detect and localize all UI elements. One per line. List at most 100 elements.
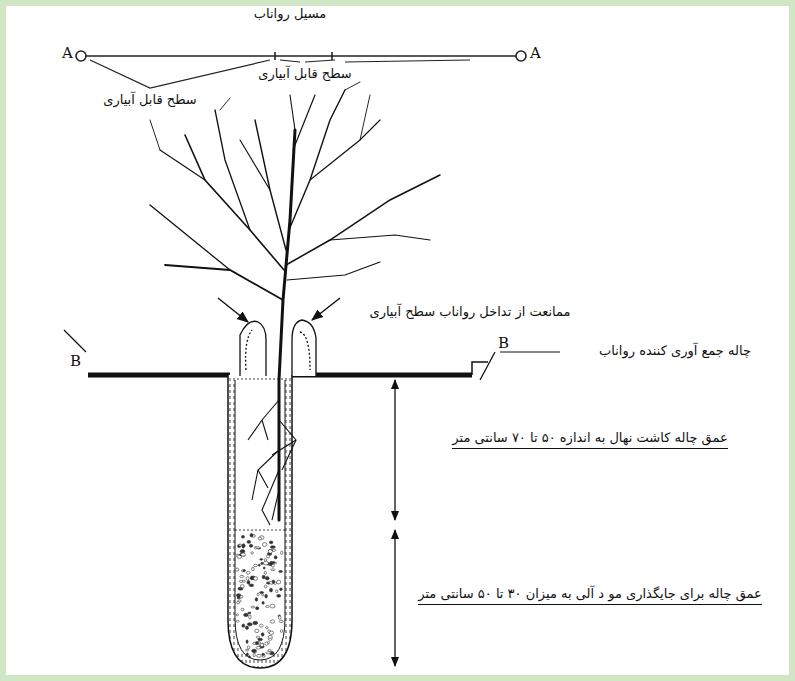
organic-matter [268, 549, 272, 553]
organic-matter [262, 543, 267, 547]
organic-matter [238, 600, 241, 602]
section-letter: A [530, 44, 541, 64]
organic-matter [235, 554, 239, 556]
organic-matter [241, 608, 244, 611]
organic-matter [257, 654, 262, 657]
organic-matter [235, 533, 283, 657]
organic-matter [280, 588, 283, 591]
tree [165, 265, 283, 300]
tree [150, 205, 230, 270]
organic-matter [274, 556, 277, 559]
organic-matter [240, 585, 244, 588]
organic-matter [271, 569, 275, 571]
organic-matter [266, 606, 270, 608]
organic-matter [240, 550, 245, 554]
organic-matter [279, 570, 283, 572]
organic-matter [246, 571, 250, 574]
organic-matter [267, 555, 270, 559]
ground-line [292, 373, 472, 378]
organic-matter [281, 551, 283, 555]
organic-matter [263, 567, 265, 569]
organic-matter [244, 613, 249, 616]
organic-matter [236, 594, 240, 597]
organic-matter [242, 544, 245, 548]
organic-matter [247, 646, 250, 649]
organic-matter [239, 544, 242, 546]
organic-matter [251, 552, 253, 554]
organic-matter [268, 563, 272, 566]
organic-matter [257, 593, 259, 596]
tree [290, 95, 295, 130]
ground-line [64, 330, 86, 352]
runoff-line [331, 52, 333, 60]
surface-label: سطح قابل آبیاری [258, 66, 351, 83]
tree [286, 175, 440, 265]
organic-matter [258, 537, 261, 540]
leader-line [280, 60, 470, 62]
organic-matter [241, 535, 244, 538]
tree [287, 262, 380, 280]
organic-matter [264, 585, 267, 588]
runoff-line [86, 55, 516, 57]
planting-pit [228, 375, 292, 668]
organic-matter [247, 623, 252, 626]
runoff-line [76, 51, 526, 61]
organic-matter [245, 649, 248, 651]
organic-matter [265, 642, 268, 645]
organic-matter [277, 595, 281, 598]
organic-matter [272, 580, 275, 584]
organic-matter [249, 544, 252, 547]
organic-matter [266, 627, 268, 629]
organic-matter [246, 577, 249, 580]
organic-matter [266, 652, 271, 654]
organic-matter [278, 616, 281, 619]
organic-matter [251, 606, 255, 608]
organic-matter [268, 635, 272, 638]
organic-matter [256, 646, 261, 649]
runoff-line [516, 51, 526, 61]
organic-matter [269, 631, 274, 634]
roots [248, 400, 279, 440]
organic-matter [270, 620, 274, 623]
organic-matter [262, 602, 264, 605]
tree [215, 110, 250, 230]
tree [160, 150, 205, 180]
organic-matter [245, 626, 248, 629]
note-label: ممانعت از تداخل رواناب سطح آبیاری [369, 304, 570, 321]
organic-matter [262, 653, 265, 655]
organic-matter [269, 541, 272, 544]
tree [150, 82, 440, 520]
organic-matter [260, 592, 264, 594]
organic-matter [240, 575, 244, 577]
organic-matter [246, 640, 248, 644]
organic-matter [258, 564, 260, 566]
runoff-line [76, 51, 86, 61]
roots [262, 470, 279, 525]
organic-matter [255, 629, 259, 632]
tree [255, 120, 286, 250]
dimension-label: عمق چاله کاشت نهال به اندازه ۵۰ تا ۷۰ سا… [452, 430, 727, 449]
ground-line [88, 373, 230, 378]
organic-matter [262, 654, 264, 657]
organic-matter [254, 564, 258, 566]
organic-matter [259, 624, 263, 627]
organic-matter [268, 650, 271, 652]
soil-mound [292, 320, 316, 376]
organic-matter [269, 588, 272, 592]
planting-pit [235, 530, 285, 531]
channel-label: مسیل رواناب [254, 6, 326, 23]
organic-matter [263, 561, 268, 565]
organic-matter [248, 612, 251, 614]
dimension-line [394, 530, 395, 666]
organic-matter [276, 590, 278, 593]
organic-matter [235, 568, 238, 571]
tree [185, 135, 284, 270]
organic-matter [258, 638, 263, 641]
surface-label: سطح قابل آبیاری [103, 92, 196, 109]
roots [272, 490, 279, 520]
organic-matter [265, 594, 267, 598]
organic-matter [252, 567, 255, 570]
organic-matter [280, 630, 282, 633]
tree [293, 95, 315, 150]
